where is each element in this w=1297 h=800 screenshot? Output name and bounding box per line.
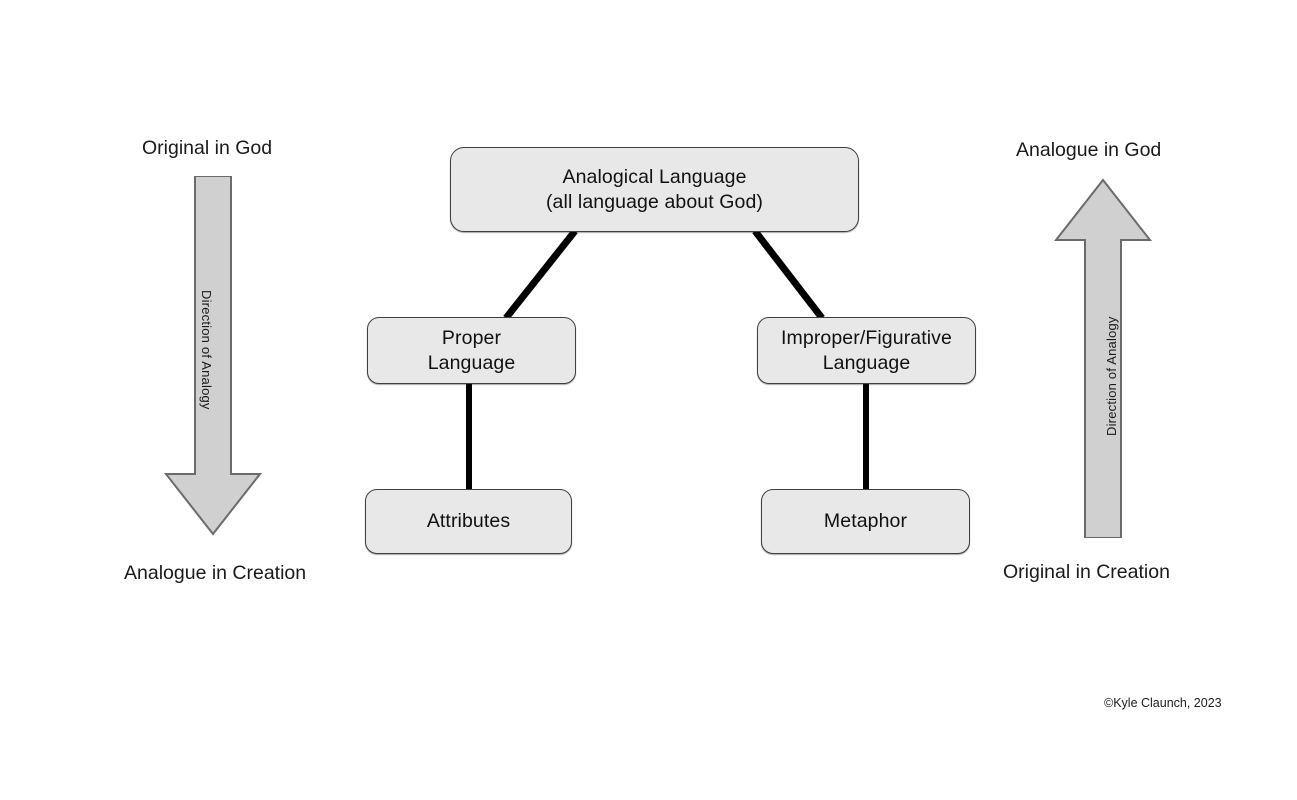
connector-root-to-improper	[752, 228, 825, 321]
direction-of-analogy-arrow-up	[1053, 178, 1153, 538]
connector-root-to-proper	[503, 228, 578, 321]
node-metaphor[interactable]: Metaphor	[761, 489, 970, 554]
copyright-notice: ©Kyle Claunch, 2023	[1104, 696, 1222, 710]
direction-of-analogy-arrow-down	[163, 176, 263, 536]
node-proper-language-label: Proper Language	[427, 326, 516, 374]
right-arrow-label: Direction of Analogy	[1104, 316, 1119, 436]
node-metaphor-label: Metaphor	[823, 510, 908, 533]
node-analogical-language-label: Analogical Language (all language about …	[545, 165, 764, 213]
caption-analogue-in-god: Analogue in God	[1016, 139, 1162, 161]
caption-analogue-in-creation: Analogue in Creation	[124, 562, 307, 584]
node-analogical-language[interactable]: Analogical Language (all language about …	[450, 147, 859, 232]
node-improper-figurative-language[interactable]: Improper/Figurative Language	[757, 317, 976, 384]
node-attributes-label: Attributes	[426, 510, 511, 533]
node-improper-figurative-language-label: Improper/Figurative Language	[781, 326, 952, 374]
left-arrow-label: Direction of Analogy	[199, 290, 214, 410]
node-proper-language[interactable]: Proper Language	[367, 317, 576, 384]
caption-original-in-creation: Original in Creation	[1003, 561, 1170, 583]
node-attributes[interactable]: Attributes	[365, 489, 572, 554]
caption-original-in-god: Original in God	[142, 137, 273, 159]
